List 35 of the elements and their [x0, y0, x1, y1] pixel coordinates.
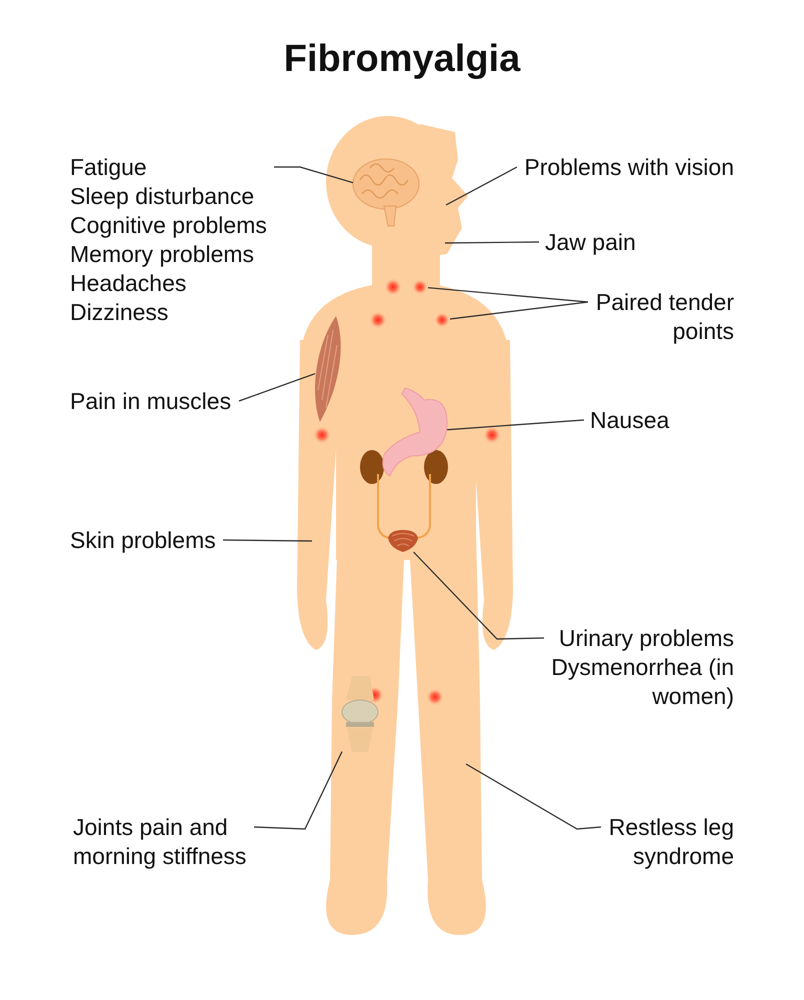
leader-line	[223, 539, 312, 542]
leader-line	[254, 751, 343, 830]
tender-point-icon	[434, 312, 450, 328]
symptom-label: Jaw pain	[545, 228, 637, 257]
symptom-label: Fatigue	[70, 153, 148, 182]
symptom-label: Sleep disturbance	[70, 182, 256, 211]
symptom-label: Problems with vision	[523, 153, 734, 182]
leader-line	[428, 287, 588, 303]
muscle-drawing	[315, 316, 341, 422]
symptom-label: Memory problems	[70, 240, 256, 269]
symptom-label: Nausea	[590, 406, 670, 435]
symptom-label: Dysmenorrhea (in women)	[550, 653, 734, 711]
brain-drawing	[352, 158, 420, 226]
symptom-label: Dizziness	[70, 298, 170, 327]
symptom-label: Cognitive problems	[70, 211, 268, 240]
leader-line	[446, 166, 518, 206]
leader-line	[238, 373, 316, 402]
symptom-label: Paired tender points	[594, 288, 734, 346]
leader-line	[447, 419, 584, 430]
leader-line	[450, 301, 588, 320]
leader-line	[445, 241, 539, 244]
symptom-label: Headaches	[70, 269, 188, 298]
symptom-label: Skin problems	[70, 526, 217, 555]
symptom-label: Joints pain and morning stiffness	[73, 813, 248, 871]
symptom-label: Restless leg syndrome	[608, 813, 734, 871]
symptom-label: Pain in muscles	[70, 387, 232, 416]
leader-line	[413, 552, 544, 640]
leader-line	[466, 763, 602, 830]
tender-point-icon	[412, 279, 428, 295]
leader-line	[274, 166, 354, 184]
knee-joint-drawing	[342, 676, 378, 752]
title: Fibromyalgia	[282, 38, 522, 81]
symptom-label: Urinary problems	[558, 624, 734, 653]
bladder-drawing	[388, 530, 418, 552]
stomach-drawing	[382, 388, 448, 476]
